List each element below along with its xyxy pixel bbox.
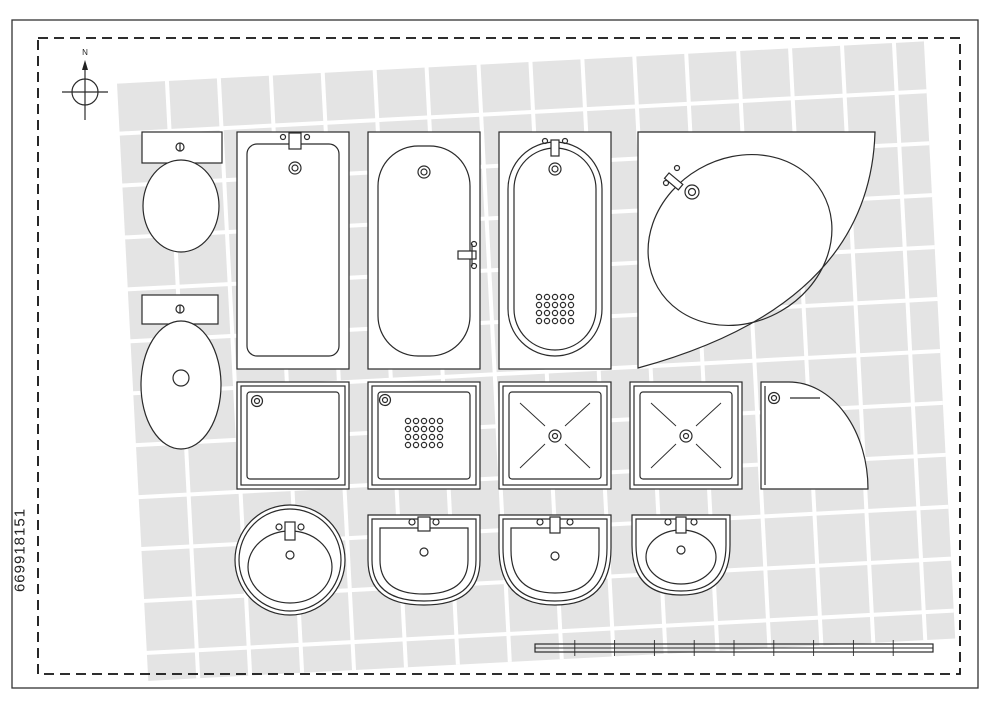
tray-drain-hole (436, 417, 444, 425)
stock-id-label: 669918151 (11, 507, 29, 593)
tub-drain-hole (551, 309, 559, 317)
tub-drain-hole (535, 309, 543, 317)
bathtub-square-inner (236, 131, 350, 370)
north-label: N (82, 48, 88, 57)
tub-drain-hole (551, 301, 559, 309)
tray-drain-hole (428, 425, 436, 433)
drawing-frame (37, 37, 961, 675)
scale-bar (534, 640, 934, 656)
tub-drain-hole (551, 317, 559, 325)
tray-drain-hole (412, 417, 420, 425)
tub-drain-hole (567, 317, 575, 325)
sink-d-shape (498, 514, 612, 606)
shower-tray-center-drain-2 (629, 381, 743, 490)
tub-drain-hole (535, 293, 543, 301)
tub-drain-hole (559, 317, 567, 325)
tub-drain-hole (543, 309, 551, 317)
tray-drain-hole (404, 433, 412, 441)
tray-drain-hole (420, 441, 428, 449)
tub-drain-hole (543, 293, 551, 301)
tray-drain-hole (404, 441, 412, 449)
shower-tray-drain-grid (367, 381, 481, 490)
sink-rectangular-rounded (367, 514, 481, 606)
toilet-elongated (140, 294, 222, 450)
tray-drain-hole (412, 441, 420, 449)
tray-drain-hole (420, 433, 428, 441)
tub-drain-hole (551, 293, 559, 301)
tray-drain-hole (404, 425, 412, 433)
toilet-round (141, 131, 223, 253)
tray-drain-hole (436, 441, 444, 449)
tub-drain-grid (535, 293, 575, 325)
tub-drain-hole (559, 301, 567, 309)
bathtub-oval-with-drain-grid (498, 131, 612, 370)
tub-drain-hole (543, 301, 551, 309)
tray-drain-hole (436, 425, 444, 433)
corner-bathtub (637, 131, 876, 369)
tray-drain-hole (412, 425, 420, 433)
north-compass: N (62, 48, 108, 120)
tub-drain-hole (559, 309, 567, 317)
sink-semi-oval (631, 514, 731, 596)
tub-drain-hole (567, 301, 575, 309)
tray-drain-hole (428, 433, 436, 441)
tray-drain-hole (404, 417, 412, 425)
tray-drain-hole (436, 433, 444, 441)
shower-tray-quadrant (760, 381, 869, 490)
tray-drain-hole (428, 417, 436, 425)
tub-drain-hole (567, 309, 575, 317)
tray-drain-hole (420, 425, 428, 433)
tray-drain-hole (428, 441, 436, 449)
tub-drain-hole (543, 317, 551, 325)
tray-drain-grid (404, 417, 444, 449)
tray-drain-hole (412, 433, 420, 441)
shower-tray-center-drain (498, 381, 612, 490)
tub-drain-hole (535, 301, 543, 309)
sink-round (234, 504, 346, 616)
bathtub-rounded-side-tap (367, 131, 481, 370)
tub-drain-hole (535, 317, 543, 325)
tub-drain-hole (567, 293, 575, 301)
tray-drain-hole (420, 417, 428, 425)
shower-tray-corner-drain (236, 381, 350, 490)
tub-drain-hole (559, 293, 567, 301)
